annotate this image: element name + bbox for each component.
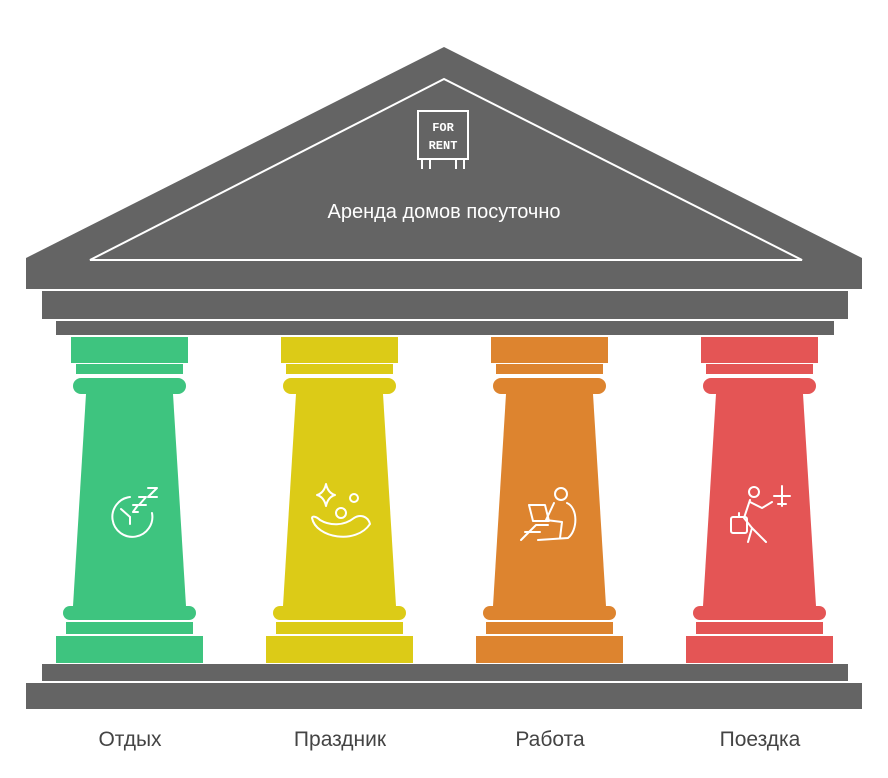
pillar-label-otdyh: Отдых xyxy=(98,728,162,751)
pillar-label-prazdnik: Праздник xyxy=(293,728,387,751)
clock-sleep-icon xyxy=(111,487,158,538)
pillar-rabota xyxy=(476,337,623,663)
entablature-lower-band xyxy=(56,321,834,335)
traveler-icon xyxy=(730,485,791,543)
sign-line2: RENT xyxy=(429,139,458,153)
base-step-upper xyxy=(42,664,848,681)
diagram-title: Аренда домов посуточно xyxy=(327,201,561,223)
pillar-label-rabota: Работа xyxy=(515,728,585,751)
pillar-prazdnik xyxy=(266,337,413,663)
sign-line1: FOR xyxy=(432,121,454,135)
entablature-band xyxy=(42,291,848,319)
pillar-label-poezdka: Поездка xyxy=(719,728,801,751)
pillar-otdyh xyxy=(56,337,203,663)
roof-inner-outline xyxy=(89,77,803,261)
pillar-poezdka xyxy=(686,337,833,663)
remote-work-icon xyxy=(520,487,577,541)
for-rent-sign-icon xyxy=(417,110,469,169)
celebration-icon xyxy=(311,483,371,538)
roof xyxy=(26,47,862,289)
base-step-lower xyxy=(26,683,862,709)
